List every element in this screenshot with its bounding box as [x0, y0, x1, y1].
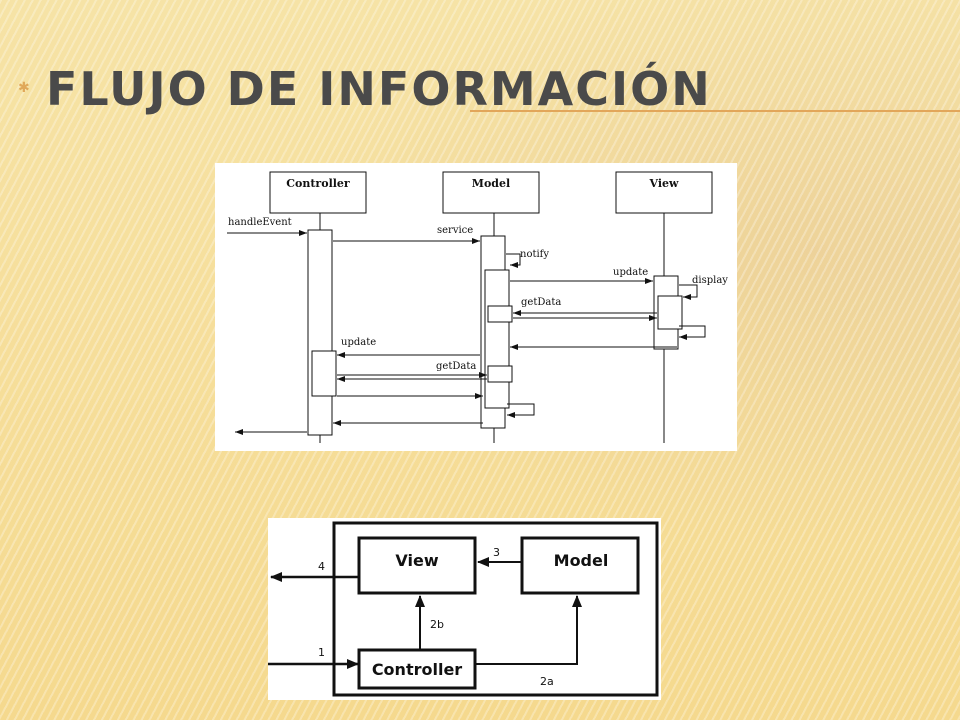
flow-2a-label: 2a: [540, 675, 554, 688]
msg-update-controller-label: update: [341, 337, 376, 348]
mvc-box-model: [520, 536, 640, 595]
sequence-diagram: Controller Model View handleEvent servic…: [215, 163, 737, 451]
flow-4-label: 4: [318, 560, 325, 573]
activation-controller: [307, 229, 333, 436]
flow-1-label: 1: [318, 646, 325, 659]
activation-model-getdata-2: [487, 365, 513, 383]
mvc-label-model: Model: [554, 551, 609, 570]
msg-notify-arrow: [506, 253, 521, 268]
activation-view-display: [657, 295, 683, 330]
msg-service-label: service: [437, 225, 473, 236]
sequence-diagram-svg: Controller Model View handleEvent servic…: [227, 171, 728, 443]
flow-3-label: 3: [493, 546, 500, 559]
mvc-diagram: View Model Controller 3 4 2b 1 2a: [268, 518, 661, 700]
title-underline: [470, 110, 960, 112]
msg-notify-label: notify: [520, 249, 549, 260]
title-bullet-icon: ✱: [18, 80, 30, 96]
msg-display-arrow: [679, 284, 698, 300]
msg-handle-event-label: handleEvent: [228, 217, 292, 228]
lifeline-box-view: [615, 171, 713, 214]
mvc-frame: [332, 521, 659, 697]
lifeline-label-view: View: [649, 177, 680, 190]
mvc-box-view: [357, 536, 477, 595]
lifeline-label-model: Model: [472, 177, 510, 190]
activation-controller-update: [311, 350, 337, 397]
msg-getdata-controller-label: getData: [436, 361, 476, 372]
mvc-label-view: View: [395, 551, 438, 570]
mvc-diagram-svg: View Model Controller 3 4 2b 1 2a: [268, 521, 659, 697]
flow-2b-label: 2b: [430, 618, 444, 631]
mvc-box-controller: [357, 648, 477, 690]
flow-2a-arrow: [475, 595, 582, 665]
lifeline-label-controller: Controller: [286, 177, 350, 190]
msg-view-self-arrow: [679, 325, 706, 340]
mvc-label-controller: Controller: [372, 660, 462, 679]
msg-update-view-label: update: [613, 267, 648, 278]
slide-title: FLUJO DE INFORMACIÓN: [46, 62, 712, 116]
lifeline-box-controller: [269, 171, 367, 214]
msg-display-label: display: [692, 275, 728, 286]
activation-model-notify: [484, 269, 510, 409]
msg-model-self-arrow: [507, 403, 535, 418]
activation-model-getdata: [487, 305, 513, 323]
lifeline-box-model: [442, 171, 540, 214]
msg-getdata-view-label: getData: [521, 297, 561, 308]
